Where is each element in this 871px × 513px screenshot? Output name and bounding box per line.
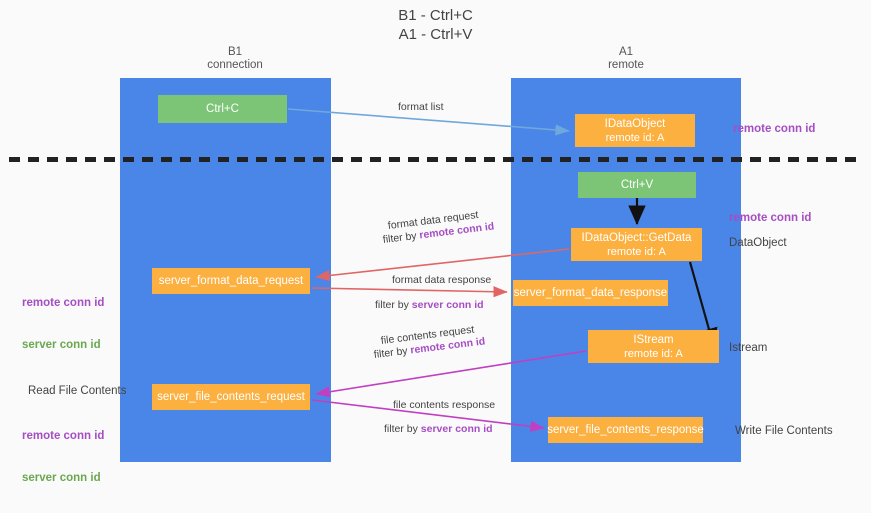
- node-istream-sublabel: remote id: A: [624, 347, 683, 360]
- page-title: B1 - Ctrl+C A1 - Ctrl+V: [398, 7, 473, 43]
- column-header-a1: A1 remote: [608, 46, 644, 71]
- annotation-remote-conn-id-getdata: remote conn id: [729, 212, 812, 224]
- filter-key-server-conn-id: server conn id: [411, 299, 484, 311]
- annotation-remote-conn-id-file: remote conn id: [22, 430, 105, 442]
- node-idataobject-getdata-sublabel: remote id: A: [607, 245, 666, 258]
- node-server-format-data-request[interactable]: server_format_data_request: [152, 268, 310, 294]
- node-istream[interactable]: IStream remote id: A: [588, 330, 719, 363]
- annotation-server-conn-id-format: server conn id: [22, 339, 101, 351]
- node-idataobject-label: IDataObject: [604, 117, 666, 130]
- arrow-format-data-response: [311, 286, 508, 298]
- filter-key-server-conn-id: server conn id: [420, 423, 493, 435]
- node-idataobject-getdata[interactable]: IDataObject::GetData remote id: A: [571, 228, 702, 261]
- edge-label-format-data-response: format data response: [392, 274, 492, 286]
- filter-prefix: filter by: [384, 423, 421, 435]
- diagram-canvas: B1 - Ctrl+C A1 - Ctrl+V B1 connection A1…: [9, 7, 862, 484]
- annotation-remote-conn-id-format: remote conn id: [22, 297, 105, 309]
- node-idataobject-sublabel: remote id: A: [605, 131, 665, 144]
- annotation-server-conn-id-file: server conn id: [22, 472, 101, 484]
- node-ctrl-v[interactable]: Ctrl+V: [578, 172, 696, 198]
- edge-label-file-contents-response: file contents response: [393, 399, 496, 411]
- annotation-read-file-contents: Read File Contents: [28, 385, 127, 397]
- node-ctrl-v-label: Ctrl+V: [620, 179, 654, 191]
- node-server-file-contents-request-label: server_file_contents_request: [157, 391, 305, 403]
- filter-prefix: filter by: [375, 299, 412, 311]
- node-server-format-data-response[interactable]: server_format_data_response: [513, 280, 668, 306]
- node-server-file-contents-response-label: server_file_contents_response: [547, 424, 704, 436]
- edge-label-format-data-response-filter: filter by server conn id: [375, 298, 484, 313]
- node-idataobject-getdata-label: IDataObject::GetData: [581, 231, 692, 244]
- node-idataobject[interactable]: IDataObject remote id: A: [575, 114, 695, 147]
- node-server-file-contents-request[interactable]: server_file_contents_request: [152, 384, 310, 410]
- node-ctrl-c-label: Ctrl+C: [206, 103, 239, 115]
- node-server-format-data-response-label: server_format_data_response: [513, 287, 668, 299]
- edge-label-format-list: format list: [398, 101, 444, 113]
- filter-prefix: filter by: [382, 229, 421, 246]
- node-server-format-data-request-label: server_format_data_request: [158, 275, 304, 287]
- node-server-file-contents-response[interactable]: server_file_contents_response: [547, 417, 704, 443]
- filter-prefix: filter by: [373, 344, 412, 361]
- annotation-remote-conn-id-top: remote conn id: [733, 123, 816, 135]
- annotation-write-file-contents: Write File Contents: [735, 425, 833, 437]
- column-header-b1: B1 connection: [207, 46, 263, 71]
- annotation-istream: Istream: [729, 342, 768, 354]
- node-ctrl-c[interactable]: Ctrl+C: [158, 95, 287, 123]
- node-istream-label: IStream: [633, 333, 674, 346]
- edge-label-file-contents-response-filter: filter by server conn id: [384, 422, 493, 437]
- annotation-dataobject: DataObject: [729, 237, 787, 249]
- phase-divider: [9, 157, 862, 162]
- annotation-group-file-conn-ids: remote conn id server conn id: [22, 401, 104, 513]
- annotation-group-format-conn-ids: remote conn id server conn id: [22, 268, 104, 380]
